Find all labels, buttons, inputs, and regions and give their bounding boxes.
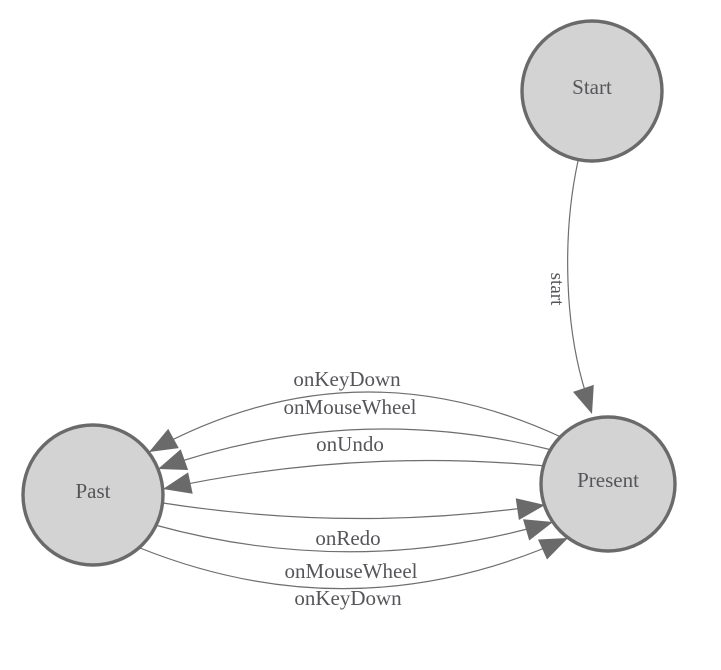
arrowhead-onkeydown-into-past-icon	[149, 428, 179, 452]
edge-present-to-past-onkeydown-path	[148, 391, 562, 453]
arrowhead-onmousewheel-into-past-icon	[158, 449, 189, 470]
arrowhead-onkeydown-into-present-icon	[538, 538, 568, 560]
node-past-label: Past	[75, 479, 110, 503]
edge-present-to-past-onundo	[162, 459, 547, 490]
node-start: Start	[520, 19, 664, 163]
edge-label-start: start	[546, 273, 567, 306]
edge-start-to-present-path	[567, 160, 589, 401]
arrowhead-onredo-into-present-icon	[515, 498, 545, 520]
edge-start-to-present	[567, 160, 589, 401]
edge-label-onkeydown-bottom: onKeyDown	[294, 586, 402, 610]
edge-past-to-present-onkeydown	[139, 537, 569, 590]
edge-past-to-present-onredo	[162, 502, 546, 520]
edge-past-to-present-onredo-path	[162, 502, 546, 520]
edge-present-to-past-onmousewheel	[157, 428, 553, 470]
edge-past-to-present-onmousewheel	[154, 521, 554, 553]
node-start-label: Start	[572, 75, 612, 99]
edge-label-onmousewheel-top: onMouseWheel	[284, 395, 417, 419]
edge-present-to-past-onmousewheel-path	[157, 428, 553, 470]
node-present-label: Present	[577, 468, 639, 492]
arrowhead-onmousewheel-into-present-icon	[523, 519, 553, 541]
edge-past-to-present-onkeydown-path	[139, 537, 569, 590]
node-past-circle	[21, 423, 165, 567]
edge-past-to-present-onmousewheel-path	[154, 521, 554, 553]
edge-label-onkeydown-top: onKeyDown	[293, 367, 401, 391]
edge-label-onundo: onUndo	[316, 432, 384, 456]
edge-present-to-past-onundo-path	[162, 459, 547, 490]
arrowhead-onundo-into-past-icon	[163, 472, 193, 494]
edge-label-onredo: onRedo	[315, 526, 380, 550]
node-past: Past	[21, 423, 165, 567]
edge-label-onmousewheel-bottom: onMouseWheel	[285, 559, 418, 583]
edge-present-to-past-onkeydown	[148, 391, 562, 453]
node-present: Present	[539, 415, 677, 553]
arrowhead-start-to-present-icon	[573, 384, 594, 414]
node-start-circle	[520, 19, 664, 163]
node-present-circle	[539, 415, 677, 553]
